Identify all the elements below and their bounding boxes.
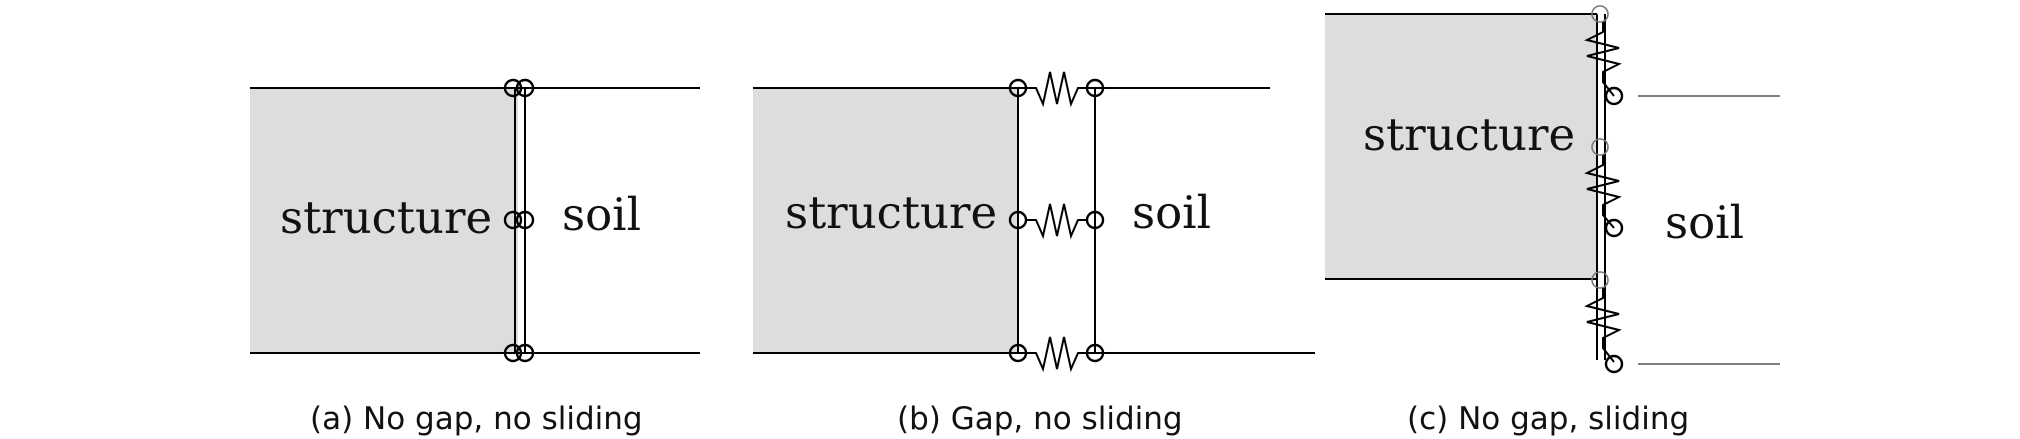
structure-node-middle [1008, 210, 1028, 230]
node-mid-right [515, 210, 535, 230]
panel-b: structure soil (b) Gap, no sliding [753, 71, 1315, 437]
node-top-right [515, 78, 535, 98]
structure-node-bottom [1591, 271, 1609, 289]
node-bottom-right [515, 343, 535, 363]
node-top-left [503, 78, 523, 98]
node-mid-left [503, 210, 523, 230]
gap-cover-bottom [1026, 351, 1088, 356]
interface-node-pairs [503, 78, 535, 363]
structure-node-bottom [1008, 343, 1028, 363]
spring-bottom [1584, 288, 1622, 363]
sliding-springs [1584, 22, 1622, 363]
caption: (b) Gap, no sliding [897, 401, 1183, 437]
structure-node-top [1591, 5, 1609, 23]
structure-label: structure [785, 186, 997, 239]
structure-label: structure [280, 191, 492, 244]
structure-block [753, 88, 1018, 353]
soil-node-bottom [1085, 343, 1105, 363]
interface-nodes [1008, 78, 1105, 363]
spring-top [1584, 22, 1622, 97]
structure-node-middle [1591, 138, 1609, 156]
gap-cover-top [1026, 86, 1088, 91]
structure-block [250, 88, 518, 353]
soil-node-top [1085, 78, 1105, 98]
spring-middle [1026, 203, 1087, 240]
soil-node-bottom [1604, 354, 1624, 374]
panel-c: structure soil (c) No gap, sliding [1325, 5, 1780, 437]
structure-block [1325, 14, 1597, 279]
soil-node-middle [1604, 218, 1624, 238]
soil-node-middle [1085, 210, 1105, 230]
caption: (a) No gap, no sliding [310, 401, 643, 437]
gap-springs [1026, 71, 1087, 373]
caption: (c) No gap, sliding [1407, 401, 1689, 437]
structure-label: structure [1363, 108, 1575, 161]
panel-a: structure soil (a) No gap, no sliding [250, 78, 700, 437]
soil-nodes [1604, 86, 1624, 374]
node-bottom-left [503, 343, 523, 363]
structure-nodes [1591, 5, 1609, 289]
soil-label: soil [1665, 196, 1744, 249]
soil-label: soil [1132, 186, 1211, 239]
spring-middle [1584, 155, 1622, 229]
spring-top [1026, 71, 1087, 108]
soil-node-top [1604, 86, 1624, 106]
soil-label: soil [562, 188, 641, 241]
structure-node-top [1008, 78, 1028, 98]
spring-bottom [1026, 336, 1087, 373]
